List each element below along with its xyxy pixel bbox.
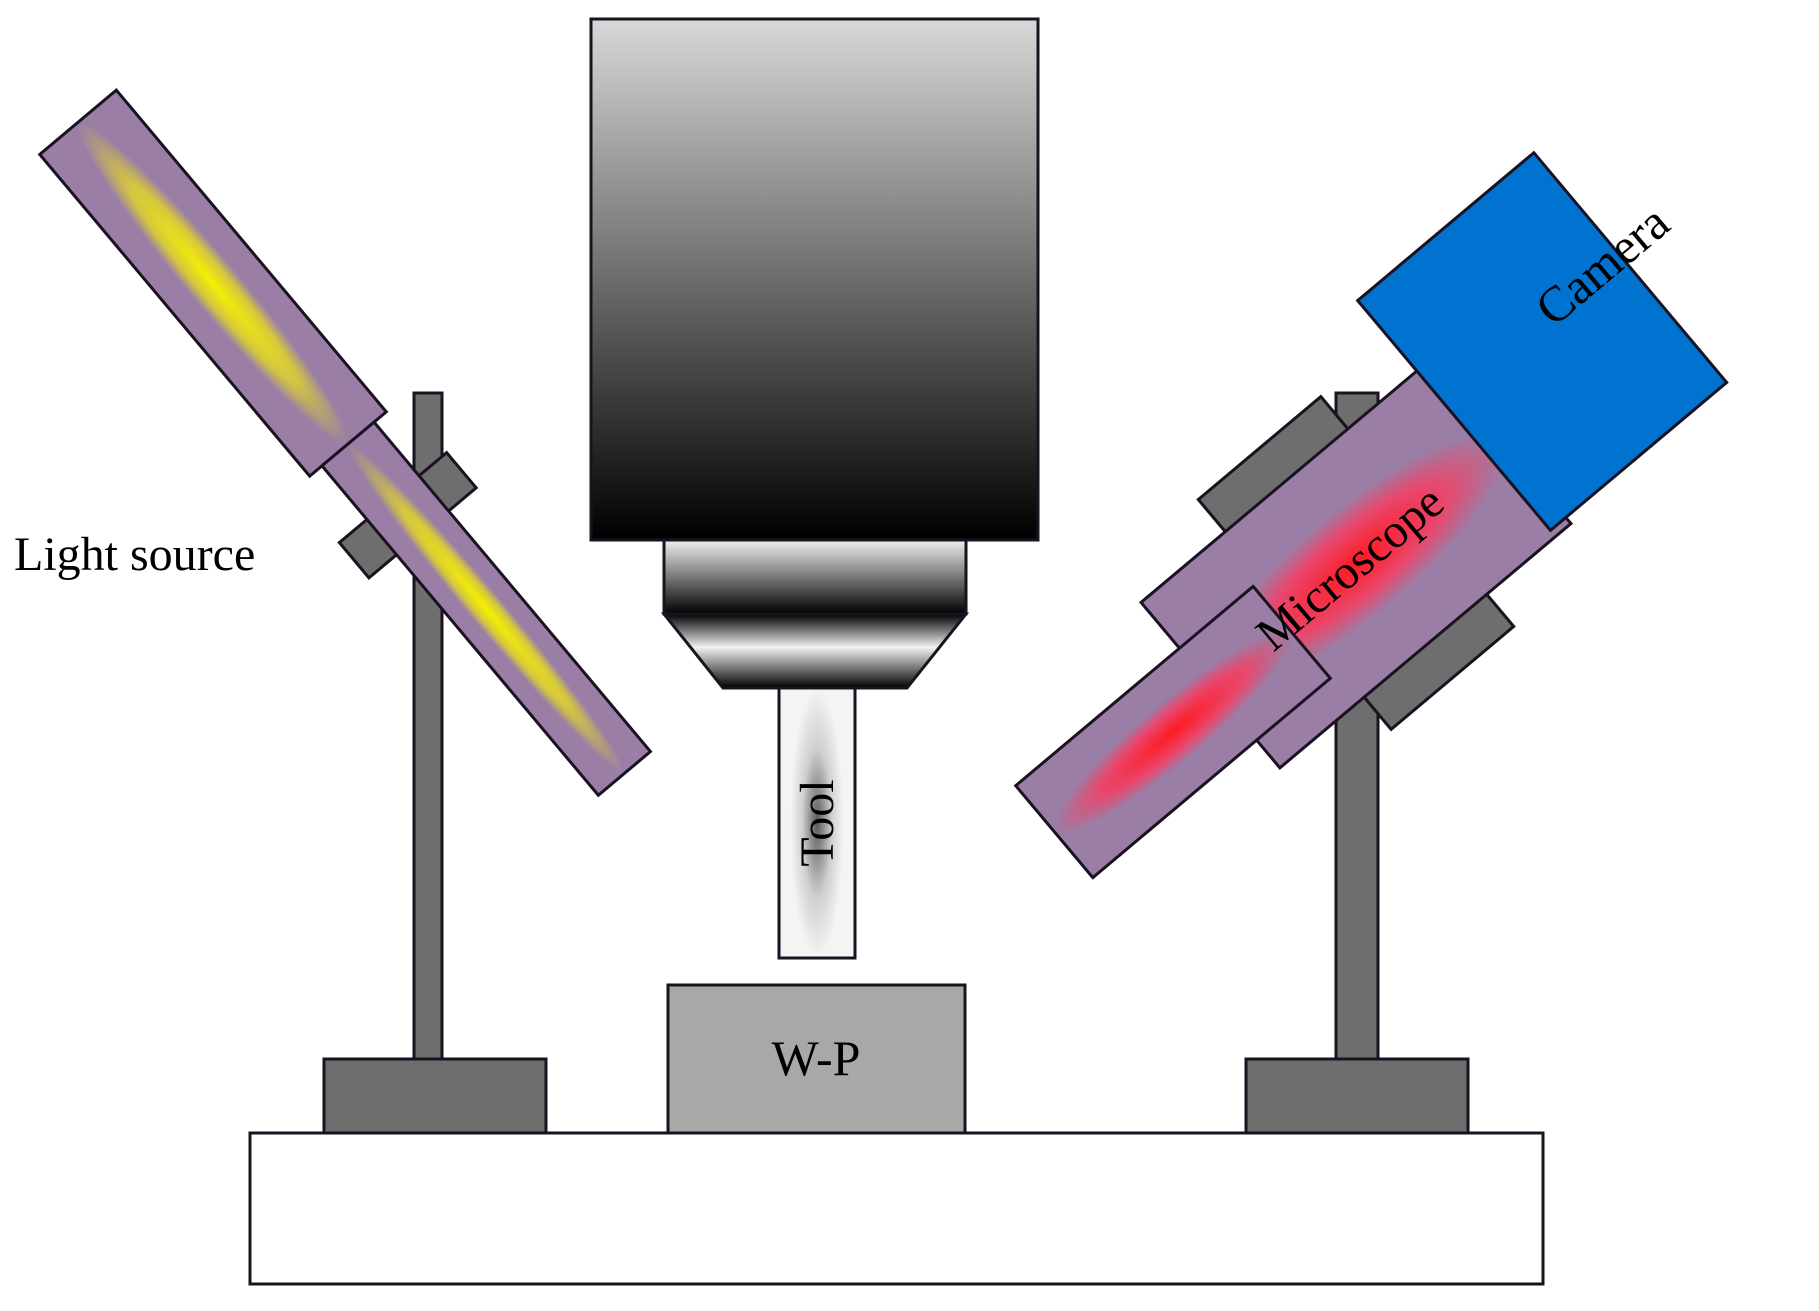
- camera-body: [1355, 150, 1729, 533]
- light-source: [37, 88, 653, 798]
- spindle: [589, 17, 1040, 690]
- microscope-objective: [1013, 584, 1333, 880]
- base-platform: [248, 1131, 1545, 1286]
- workpiece: [666, 983, 967, 1135]
- light-source-housing: [37, 88, 389, 479]
- left-stand-foot: [322, 1057, 548, 1135]
- workpiece-label: W-P: [772, 1030, 861, 1086]
- light-source-label: Light source: [14, 528, 255, 581]
- tool-label: Tool: [791, 779, 844, 866]
- tool: [777, 686, 857, 960]
- light-source-tube: [319, 420, 653, 798]
- spindle-cone: [660, 612, 970, 690]
- spindle-body: [589, 17, 1040, 542]
- right-stand-foot: [1244, 1057, 1470, 1135]
- spindle-collar: [662, 538, 968, 616]
- microscope-objective-lens: [1013, 584, 1333, 880]
